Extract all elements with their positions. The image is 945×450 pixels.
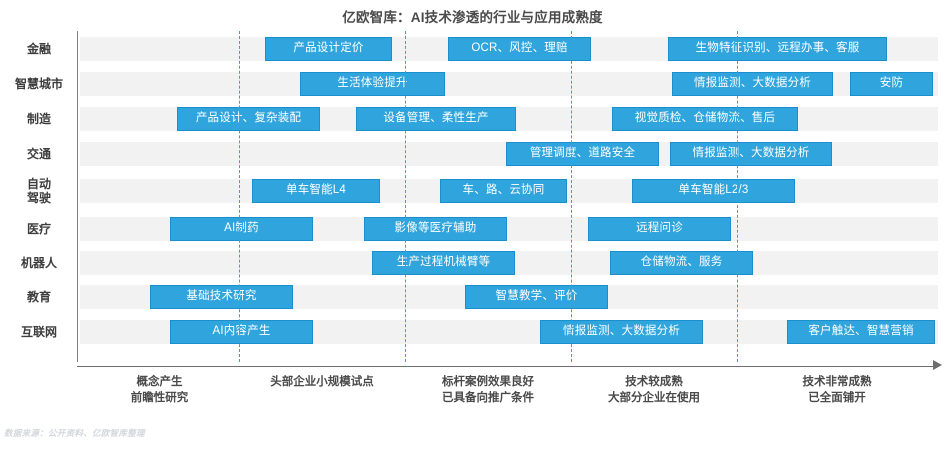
- stage-label-line: 技术非常成熟: [802, 376, 872, 388]
- stage-label-line: 技术较成熟: [625, 376, 683, 388]
- row-label-2: 制造: [3, 112, 75, 126]
- bar-segment[interactable]: OCR、风控、理赔: [448, 37, 591, 61]
- bar-segment[interactable]: 情报监测、大数据分析: [540, 320, 703, 344]
- bar-segment[interactable]: 设备管理、柔性生产: [356, 107, 516, 131]
- stage-label-3: 技术较成熟大部分企业在使用: [571, 374, 737, 406]
- bar-segment[interactable]: 生产过程机械臂等: [372, 251, 515, 275]
- row-label-8: 互联网: [3, 325, 75, 339]
- x-axis-line: [77, 366, 937, 367]
- stage-divider-1: [405, 31, 406, 362]
- bar-segment[interactable]: AI制药: [170, 217, 313, 241]
- bar-segment[interactable]: 生物特征识别、远程办事、客服: [668, 37, 887, 61]
- row-label-line: 互联网: [20, 325, 57, 339]
- bar-segment[interactable]: 产品设计、复杂装配: [177, 107, 320, 131]
- stage-label-0: 概念产生前瞻性研究: [80, 374, 239, 406]
- stage-divider-0: [239, 31, 240, 362]
- row-label-line: 自动: [26, 177, 51, 191]
- row-label-3: 交通: [3, 147, 75, 161]
- bar-segment[interactable]: 单车智能L4: [252, 179, 380, 203]
- bar-segment[interactable]: 仓储物流、服务: [610, 251, 753, 275]
- row-label-line: 交通: [26, 147, 51, 161]
- source-note: 数据来源：公开资料、亿欧智库整理: [4, 428, 145, 438]
- row-label-line: 教育: [26, 290, 51, 304]
- stage-label-line: 大部分企业在使用: [608, 392, 700, 404]
- stage-label-line: 概念产生: [136, 376, 183, 388]
- bar-segment[interactable]: AI内容产生: [170, 320, 313, 344]
- bar-segment[interactable]: 管理调度、道路安全: [506, 142, 659, 166]
- bar-segment[interactable]: 安防: [850, 72, 933, 96]
- stage-label-line: 前瞻性研究: [130, 392, 189, 404]
- chart-title: 亿欧智库：AI技术渗透的行业与应用成熟度: [342, 10, 603, 25]
- row-label-line: 医疗: [26, 222, 51, 236]
- stage-divider-3: [737, 31, 738, 362]
- bar-segment[interactable]: 客户触达、智慧营销: [787, 320, 935, 344]
- bar-segment[interactable]: 智慧教学、评价: [465, 285, 608, 309]
- stage-divider-2: [571, 31, 572, 362]
- stage-label-1: 头部企业小规模试点: [239, 374, 405, 390]
- bar-segment[interactable]: 情报监测、大数据分析: [670, 142, 832, 166]
- row-label-line: 机器人: [20, 256, 57, 270]
- row-label-6: 机器人: [3, 256, 75, 270]
- bar-segment[interactable]: 影像等医疗辅助: [364, 217, 507, 241]
- row-label-line: 智慧城市: [14, 77, 63, 91]
- row-label-line: 金融: [26, 42, 51, 56]
- stage-label-4: 技术非常成熟已全面铺开: [737, 374, 937, 406]
- bar-segment[interactable]: 视觉质检、仓储物流、售后: [612, 107, 798, 131]
- bar-segment[interactable]: 基础技术研究: [150, 285, 293, 309]
- y-axis-labels: 金融智慧城市制造交通自动驾驶医疗机器人教育互联网: [0, 31, 75, 362]
- bar-segment[interactable]: 产品设计定价: [265, 37, 392, 61]
- bar-segment[interactable]: 生活体验提升: [300, 72, 445, 96]
- stage-label-2: 标杆案例效果良好已具备向推广条件: [405, 374, 571, 406]
- bar-segment[interactable]: 远程问诊: [588, 217, 731, 241]
- stage-label-line: 头部企业小规模试点: [270, 376, 374, 388]
- x-axis-arrow-icon: [933, 360, 942, 370]
- row-label-4: 自动驾驶: [3, 177, 75, 205]
- y-axis-line: [77, 31, 78, 362]
- row-label-line: 驾驶: [26, 191, 51, 205]
- bar-segment[interactable]: 单车智能L2/3: [632, 179, 795, 203]
- bar-segment[interactable]: 情报监测、大数据分析: [672, 72, 833, 96]
- row-label-0: 金融: [3, 42, 75, 56]
- stage-label-line: 已全面铺开: [808, 392, 866, 404]
- bar-segment[interactable]: 车、路、云协同: [440, 179, 567, 203]
- stage-label-line: 已具备向推广条件: [442, 392, 534, 404]
- row-label-7: 教育: [3, 290, 75, 304]
- row-label-1: 智慧城市: [3, 77, 75, 91]
- stage-label-line: 标杆案例效果良好: [442, 376, 534, 388]
- row-label-line: 制造: [26, 112, 51, 126]
- row-label-5: 医疗: [3, 222, 75, 236]
